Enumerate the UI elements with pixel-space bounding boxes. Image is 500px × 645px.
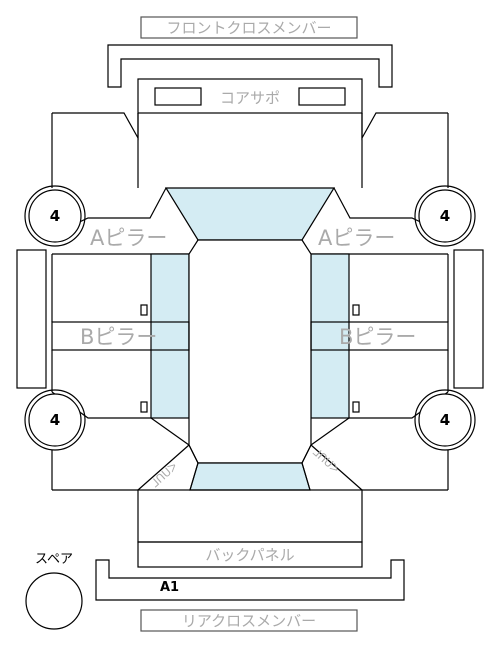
- front-right-wheel[interactable]: 4: [414, 185, 476, 247]
- rear-left-wheel-count: 4: [50, 411, 60, 429]
- left-side-sill: [16, 249, 47, 389]
- front-left-wheel-count: 4: [50, 207, 60, 225]
- front-right-wheel-count: 4: [440, 207, 450, 225]
- spare-tire-label: スペア: [35, 552, 73, 567]
- rear-bumper-bracket: [95, 559, 405, 601]
- front-bumper-bracket: [107, 44, 393, 88]
- right-b-pillar-label: Bピラー: [339, 325, 416, 349]
- right-side-glass: [310, 253, 350, 419]
- right-rear-corner-mark: ᒧᑎᑌᐳ: [310, 446, 342, 476]
- trunk-code-label: A1: [160, 580, 179, 595]
- rear-right-wheel-count: 4: [440, 411, 450, 429]
- rear-cross-member-label-box: リアクロスメンバー: [140, 609, 358, 632]
- left-b-pillar-label: Bピラー: [80, 325, 157, 349]
- right-rear-corner-panel: [301, 417, 363, 491]
- engine-bay-outline: [137, 113, 363, 188]
- core-support: コアサポ: [137, 78, 363, 114]
- left-front-door-handle: [140, 304, 148, 316]
- right-a-pillar-label: Aピラー: [318, 226, 395, 250]
- roof: [188, 239, 312, 464]
- windshield: [164, 187, 336, 241]
- left-b-pillar-area: Bピラー: [51, 321, 190, 351]
- rear-left-wheel[interactable]: 4: [24, 389, 86, 451]
- right-b-pillar-area: Bピラー: [310, 321, 449, 351]
- rear-cross-member-label: リアクロスメンバー: [182, 612, 316, 630]
- left-rear-corner-panel: [137, 417, 199, 491]
- left-rear-corner-mark: ᒧᑎᑌᐳ: [148, 460, 180, 490]
- back-panel-label: バックパネル: [205, 546, 294, 564]
- left-rear-door-handle: [140, 401, 148, 413]
- left-front-fender: [51, 112, 139, 235]
- front-cross-member-label-box: フロントクロスメンバー: [140, 16, 358, 39]
- core-support-label: コアサポ: [220, 89, 280, 107]
- spare-tire[interactable]: スペア: [25, 552, 83, 630]
- trunk-area: バックパネル: [137, 489, 363, 568]
- right-side-sill: [453, 249, 484, 389]
- rear-right-wheel[interactable]: 4: [414, 389, 476, 451]
- core-support-left-slot: [154, 87, 202, 106]
- right-front-door-handle: [352, 304, 360, 316]
- left-a-pillar-label: Aピラー: [90, 226, 167, 250]
- front-cross-member-label: フロントクロスメンバー: [166, 19, 331, 37]
- core-support-right-slot: [298, 87, 346, 106]
- right-rear-door-handle: [352, 401, 360, 413]
- front-left-wheel[interactable]: 4: [24, 185, 86, 247]
- rear-glass: [189, 462, 311, 491]
- left-side-glass: [150, 253, 190, 419]
